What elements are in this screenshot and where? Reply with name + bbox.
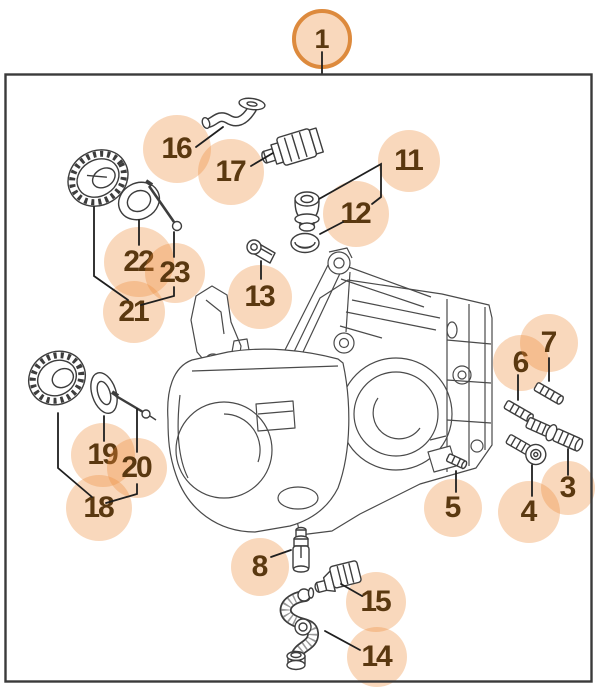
- part-18-oil-cap: [28, 350, 86, 406]
- callout-23-label: 23: [159, 256, 190, 289]
- callout-14[interactable]: 14: [347, 627, 407, 687]
- callout-21-label: 21: [118, 295, 149, 328]
- callout-21[interactable]: 21: [103, 281, 165, 343]
- part-3-stud: [525, 417, 584, 452]
- part-20-pin: [110, 390, 157, 421]
- callout-12[interactable]: 12: [323, 181, 389, 247]
- callout-11[interactable]: 11: [378, 130, 440, 192]
- part-22-sealing-ring: [117, 181, 161, 221]
- callout-8-label: 8: [251, 550, 269, 583]
- callout-6[interactable]: 6: [493, 335, 549, 391]
- callout-19[interactable]: 19: [71, 423, 135, 487]
- part-7-stud: [533, 382, 564, 405]
- leader-17: [250, 152, 274, 167]
- leader-lines: [57, 51, 569, 651]
- callout-14-label: 14: [361, 640, 392, 673]
- part-21-fuel-cap: [67, 149, 129, 207]
- callout-12-label: 12: [340, 197, 371, 230]
- crankcase-assembly-drawing: [167, 247, 493, 536]
- callout-16-label: 16: [161, 132, 192, 165]
- part-5-pin: [445, 453, 468, 470]
- leader-18-right: [105, 483, 138, 504]
- leader-11: [318, 162, 382, 205]
- callout-11-label: 11: [394, 144, 424, 177]
- callout-22-label: 22: [123, 245, 154, 278]
- callout-8[interactable]: 8: [231, 538, 289, 596]
- leader-21-right: [140, 286, 175, 306]
- callout-13[interactable]: 13: [228, 265, 292, 329]
- diagram-border: [4, 73, 593, 683]
- callout-17-label: 17: [215, 155, 246, 188]
- part-23-retainer-pin: [144, 179, 183, 232]
- part-8-breather-valve: [292, 526, 310, 573]
- part-4-screw: [505, 434, 547, 466]
- part-13-screw: [246, 239, 276, 264]
- leader-14: [324, 630, 361, 651]
- leader-8: [270, 549, 292, 558]
- callout-1-assembly[interactable]: 1: [292, 9, 352, 69]
- callout-16[interactable]: 16: [143, 115, 211, 183]
- callout-13-label: 13: [244, 280, 275, 313]
- callout-7-label: 7: [540, 326, 558, 359]
- leader-15: [340, 583, 363, 597]
- callout-18-label: 18: [83, 491, 114, 524]
- part-15-plug: [314, 560, 362, 593]
- callout-4[interactable]: 4: [498, 481, 560, 543]
- callout-23[interactable]: 23: [145, 243, 205, 303]
- callout-15-label: 15: [360, 585, 391, 618]
- callout-18[interactable]: 18: [66, 475, 132, 541]
- part-16-elbow-pipe: [201, 97, 266, 130]
- callout-17[interactable]: 17: [198, 139, 264, 205]
- callout-3-label: 3: [559, 471, 577, 504]
- leader-16: [195, 126, 224, 148]
- leader-21-left: [93, 206, 129, 301]
- callout-4-label: 4: [520, 495, 538, 528]
- callout-19-label: 19: [87, 438, 118, 471]
- callout-5-label: 5: [444, 491, 462, 524]
- part-17-pickup-body: [261, 127, 324, 166]
- callout-5[interactable]: 5: [424, 479, 482, 537]
- part-12-grommet: [294, 191, 320, 232]
- part-19-gasket: [90, 371, 118, 415]
- leader-12: [319, 221, 344, 235]
- callout-1-label: 1: [314, 23, 329, 54]
- callout-6-label: 6: [512, 346, 530, 379]
- leader-18-left: [57, 412, 93, 498]
- part-12-washer: [290, 232, 320, 254]
- part-14-oil-hose: [279, 587, 319, 671]
- callout-20-label: 20: [121, 451, 152, 484]
